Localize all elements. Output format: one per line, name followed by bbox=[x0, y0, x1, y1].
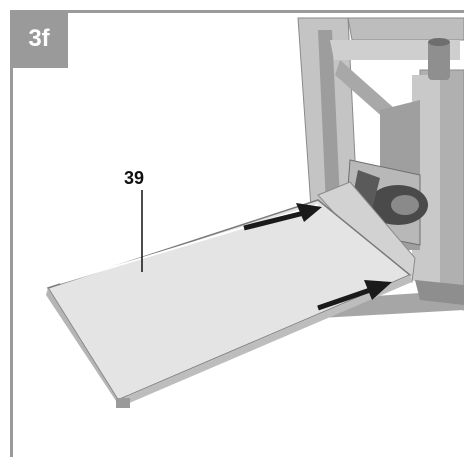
figure-frame bbox=[10, 10, 464, 457]
arrow-icon bbox=[317, 280, 392, 311]
sliding-plate bbox=[46, 199, 412, 408]
base-rails bbox=[318, 280, 464, 318]
part-number-label: 39 bbox=[124, 168, 145, 188]
arrow-icon bbox=[243, 203, 322, 231]
step-badge: 3f bbox=[10, 10, 68, 68]
